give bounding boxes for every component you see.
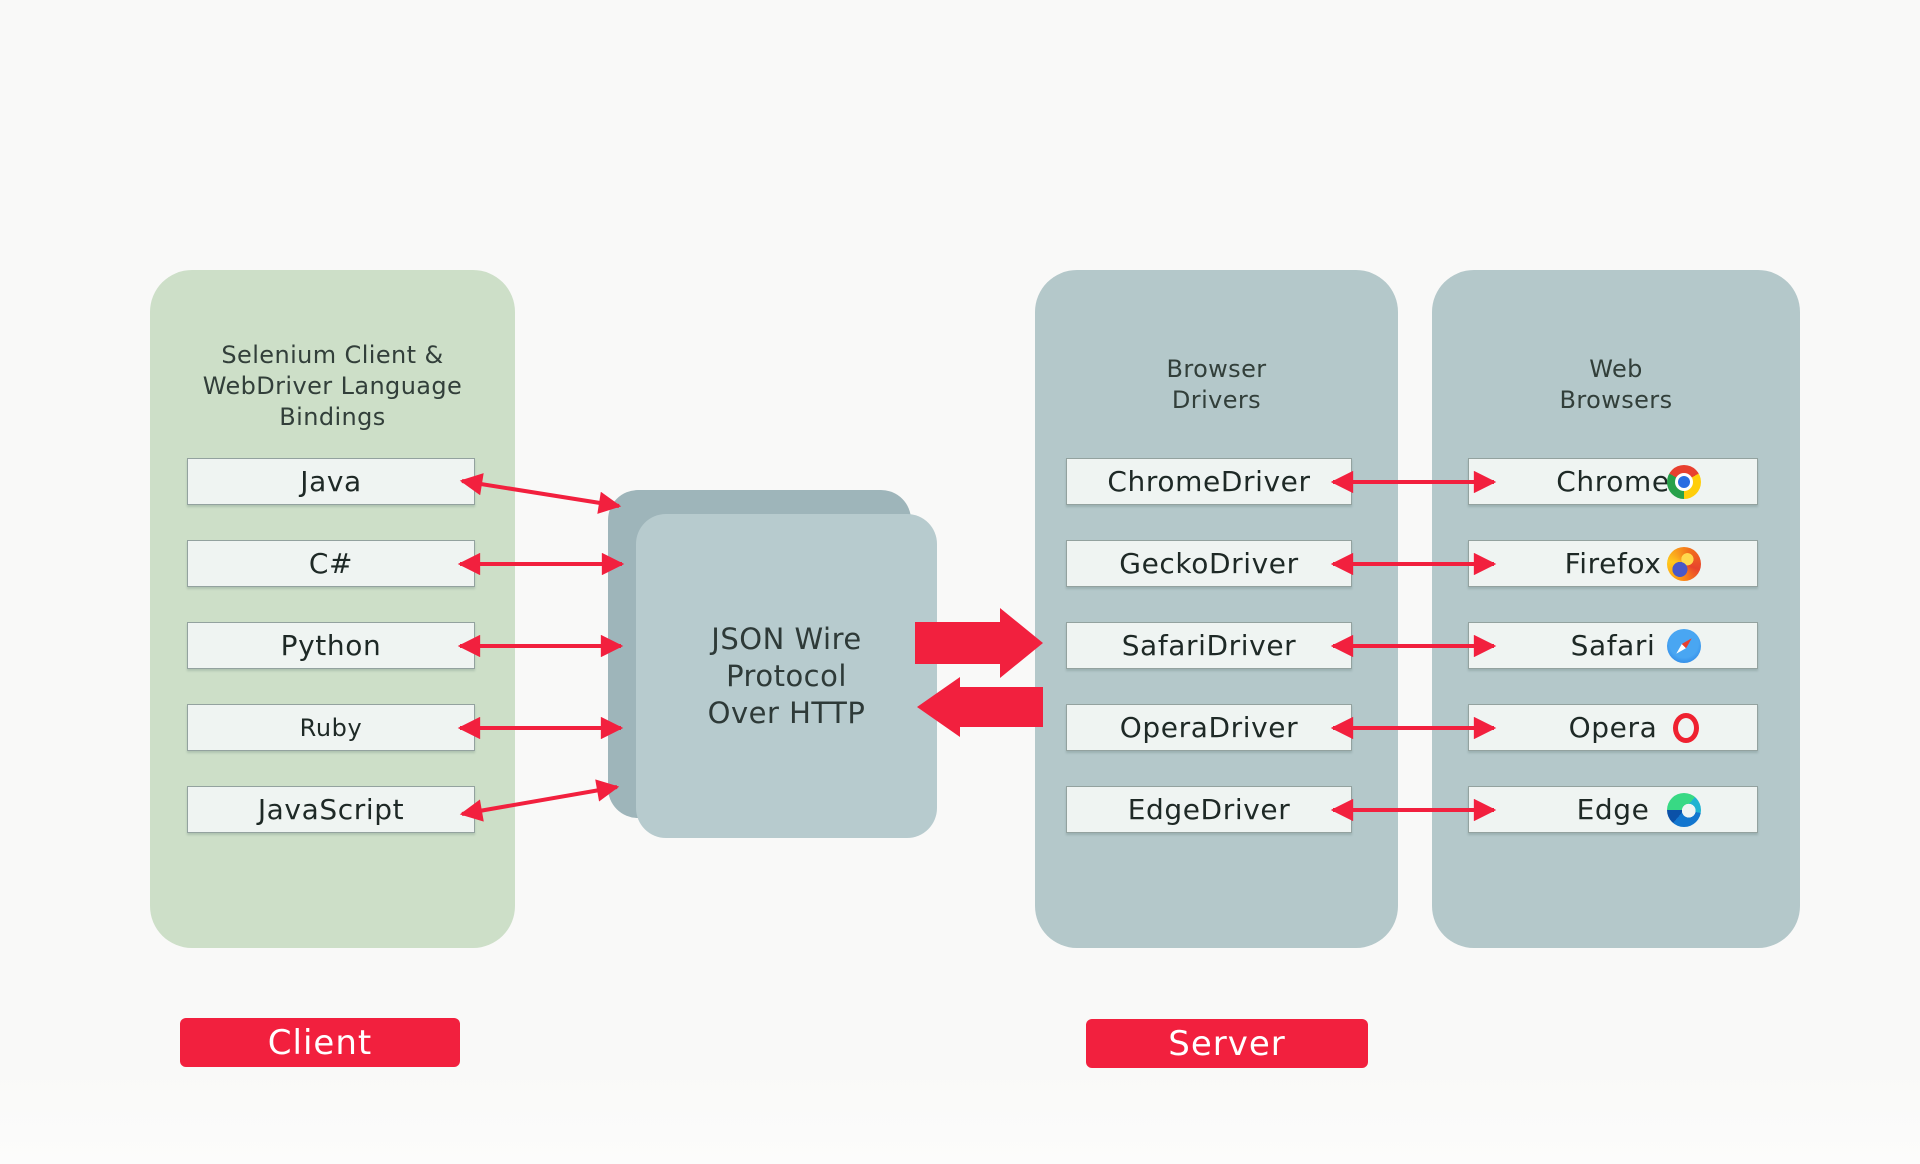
- browser-label: Edge: [1576, 793, 1650, 826]
- client-badge: Client: [180, 1018, 460, 1067]
- browser-box-firefox: Firefox: [1468, 540, 1758, 587]
- language-label: Ruby: [299, 713, 363, 742]
- firefox-icon: [1667, 546, 1701, 581]
- client-badge-label: Client: [267, 1022, 373, 1063]
- opera-icon: [1673, 712, 1699, 743]
- browsers-panel-title-line: Web: [1589, 355, 1643, 383]
- client-panel-title: Selenium Client & WebDriver Language Bin…: [150, 340, 515, 433]
- language-label: Python: [280, 629, 382, 662]
- language-label: JavaScript: [257, 793, 405, 826]
- driver-box-safaridriver: SafariDriver: [1066, 622, 1352, 669]
- web-browsers-panel: Web Browsers Chrome Firefox Safari Opera…: [1432, 270, 1800, 948]
- protocol-label-line: JSON Wire: [711, 621, 862, 656]
- server-badge-label: Server: [1168, 1023, 1286, 1064]
- client-panel-title-line: Bindings: [279, 403, 386, 431]
- driver-box-edgedriver: EdgeDriver: [1066, 786, 1352, 833]
- drivers-panel-title-line: Browser: [1166, 355, 1267, 383]
- browsers-panel-title-line: Browsers: [1559, 386, 1673, 414]
- driver-label: SafariDriver: [1121, 629, 1297, 662]
- language-label: C#: [308, 547, 354, 580]
- driver-label: OperaDriver: [1119, 711, 1299, 744]
- browser-label: Safari: [1570, 629, 1656, 662]
- chrome-icon: [1667, 464, 1701, 499]
- driver-label: GeckoDriver: [1119, 547, 1299, 580]
- browser-box-edge: Edge: [1468, 786, 1758, 833]
- driver-label: ChromeDriver: [1107, 465, 1311, 498]
- browser-label: Firefox: [1564, 547, 1662, 580]
- protocol-label: JSON Wire Protocol Over HTTP: [708, 621, 866, 732]
- driver-label: EdgeDriver: [1127, 793, 1291, 826]
- browser-box-chrome: Chrome: [1468, 458, 1758, 505]
- browsers-panel-title: Web Browsers: [1432, 354, 1800, 416]
- language-box-java: Java: [187, 458, 475, 505]
- language-label: Java: [300, 465, 362, 498]
- browser-box-safari: Safari: [1468, 622, 1758, 669]
- browser-label: Opera: [1568, 711, 1658, 744]
- driver-box-chromedriver: ChromeDriver: [1066, 458, 1352, 505]
- server-badge: Server: [1086, 1019, 1368, 1068]
- client-bindings-panel: Selenium Client & WebDriver Language Bin…: [150, 270, 515, 948]
- language-box-python: Python: [187, 622, 475, 669]
- browser-label: Chrome: [1556, 465, 1670, 498]
- language-box-javascript: JavaScript: [187, 786, 475, 833]
- edge-icon: [1667, 792, 1701, 827]
- drivers-panel-title: Browser Drivers: [1035, 354, 1398, 416]
- driver-box-operadriver: OperaDriver: [1066, 704, 1352, 751]
- driver-box-geckodriver: GeckoDriver: [1066, 540, 1352, 587]
- protocol-label-line: Over HTTP: [707, 695, 866, 730]
- safari-icon: [1667, 628, 1701, 663]
- protocol-box: JSON Wire Protocol Over HTTP: [636, 514, 937, 838]
- language-box-csharp: C#: [187, 540, 475, 587]
- browser-box-opera: Opera: [1468, 704, 1758, 751]
- browser-drivers-panel: Browser Drivers ChromeDriver GeckoDriver…: [1035, 270, 1398, 948]
- client-panel-title-line: WebDriver Language: [202, 372, 463, 400]
- client-panel-title-line: Selenium Client &: [221, 341, 444, 369]
- drivers-panel-title-line: Drivers: [1171, 386, 1262, 414]
- language-box-ruby: Ruby: [187, 704, 475, 751]
- protocol-label-line: Protocol: [726, 658, 847, 693]
